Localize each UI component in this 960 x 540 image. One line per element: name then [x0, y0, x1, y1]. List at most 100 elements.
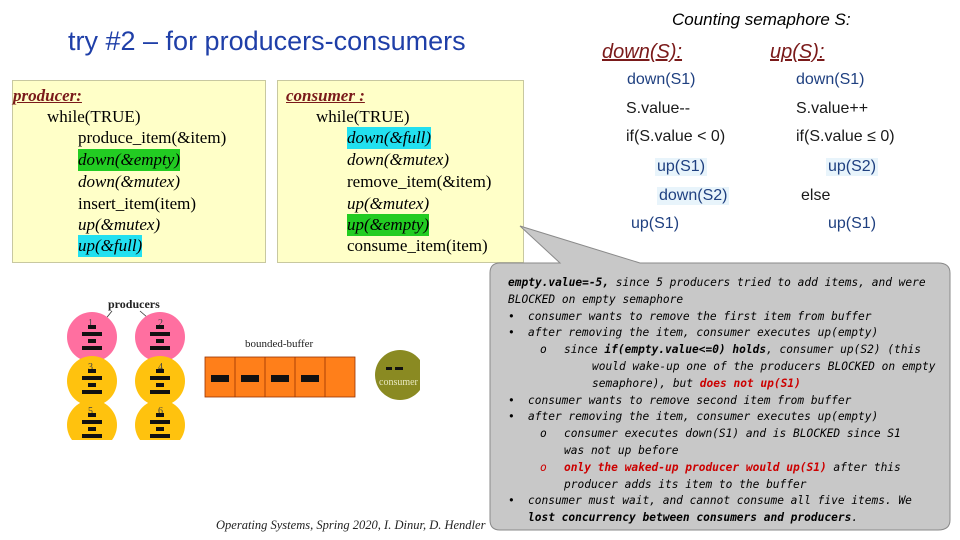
- producer-1: [67, 312, 117, 362]
- note-text: would wake-up one of the producers BLOCK…: [592, 359, 936, 373]
- buffer-label: bounded-buffer: [245, 338, 314, 350]
- consumer-line-highlight: up(&empty): [347, 214, 430, 236]
- item-glyph: [88, 383, 96, 387]
- up-line: if(S.value ≤ 0): [796, 128, 895, 145]
- down-line: if(S.value < 0): [626, 128, 726, 145]
- note-text: since: [564, 343, 605, 357]
- producer-line-highlight: up(&full): [78, 235, 143, 257]
- sub-bullet: o: [540, 460, 547, 474]
- note-emphasis: if(empty.value<=0) holds: [604, 343, 767, 357]
- note-emphasis: lost concurrency between consumers and p…: [528, 511, 852, 525]
- explanation-note: empty.value=-5, since 5 producers tried …: [508, 275, 946, 527]
- sub-bullet: o: [540, 427, 547, 441]
- producer-line: down(&mutex): [78, 172, 180, 191]
- note-text: was not up before: [564, 443, 679, 457]
- producer-line: insert_item(item): [78, 194, 197, 213]
- item-glyph: [156, 369, 164, 373]
- item-glyph: [150, 420, 170, 424]
- down-line: up(S1): [655, 158, 708, 176]
- item-glyph: [82, 420, 102, 424]
- producer-line: up(&mutex): [78, 215, 161, 234]
- item-glyph: [156, 413, 164, 417]
- producer-number: 6: [158, 406, 163, 417]
- item-glyph: [88, 339, 96, 343]
- consumer-line: down(&mutex): [347, 150, 449, 169]
- item-glyph: [150, 434, 170, 438]
- note-text: producer adds its item to the buffer: [564, 477, 807, 491]
- producer-2: [135, 312, 185, 362]
- buffer-item: [301, 375, 319, 382]
- note-warning: does not up(S1): [699, 376, 801, 390]
- producer-number: 5: [88, 406, 93, 417]
- producer-line-highlight: down(&empty): [78, 149, 180, 171]
- note-text: after removing the item, consumer execut…: [528, 326, 879, 340]
- item-glyph: [82, 434, 102, 438]
- item-glyph: [88, 427, 96, 431]
- item-glyph: [150, 332, 170, 336]
- item-glyph: [88, 369, 96, 373]
- up-header: up(S):: [770, 41, 825, 63]
- item-glyph: [156, 339, 164, 343]
- producer-code-box: producer: while(TRUE) produce_item(&item…: [12, 80, 266, 263]
- note-emphasis: empty.value=-5,: [508, 276, 610, 289]
- up-line: up(S2): [826, 158, 879, 176]
- item-glyph: [150, 346, 170, 350]
- buffer-item: [241, 375, 259, 382]
- note-text: .: [851, 511, 859, 525]
- item-glyph: [88, 413, 96, 417]
- producer-line: produce_item(&item): [78, 128, 227, 147]
- consumer-code-box: consumer : while(TRUE) down(&full) down(…: [277, 80, 524, 263]
- consumer-line-highlight: down(&full): [347, 127, 432, 149]
- slide-title: try #2 – for producers-consumers: [68, 26, 466, 56]
- producer-number: 1: [88, 318, 93, 329]
- up-line: else: [801, 187, 831, 204]
- footer-text: Operating Systems, Spring 2020, I. Dinur…: [216, 518, 486, 532]
- consumer-header: consumer :: [286, 86, 365, 105]
- down-line: down(S1): [627, 71, 696, 88]
- producers-label: producers: [108, 297, 160, 311]
- note-text: consumer wants to remove the first item …: [528, 309, 872, 323]
- sub-bullet: o: [540, 343, 547, 357]
- producer-number: 4: [158, 362, 163, 373]
- item-glyph: [82, 390, 102, 394]
- item-glyph: [82, 332, 102, 336]
- note-text: since 5 producers tried to add items, an…: [609, 276, 926, 289]
- producer-4: [135, 356, 185, 406]
- down-line: S.value--: [626, 100, 691, 117]
- item-glyph: [82, 346, 102, 350]
- note-text: after removing the item, consumer execut…: [528, 410, 879, 424]
- note-text: BLOCKED on empty semaphore: [508, 292, 684, 306]
- item-glyph: [156, 427, 164, 431]
- note-text: , consumer up(S2) (this: [766, 343, 921, 357]
- producer-header: producer:: [13, 86, 82, 105]
- bullet: •: [508, 393, 515, 407]
- bullet: •: [508, 494, 515, 508]
- note-text: after this: [826, 460, 901, 474]
- note-warning: only the waked-up producer would up(S1): [564, 460, 827, 474]
- consumer-circle: [375, 350, 420, 400]
- producer-number: 2: [158, 318, 163, 329]
- item-glyph: [156, 325, 164, 329]
- semaphore-title: Counting semaphore S:: [672, 10, 851, 29]
- up-line: up(S1): [828, 215, 877, 232]
- note-text: semaphore), but: [592, 376, 700, 390]
- consumer-line: remove_item(&item): [347, 172, 492, 191]
- producer-consumer-diagram: producers 1 2 3 4 5 6 bounded-buffer con…: [67, 297, 420, 440]
- item-glyph: [150, 376, 170, 380]
- up-line: down(S1): [796, 71, 865, 88]
- note-text: consumer wants to remove second item fro…: [528, 393, 852, 407]
- up-line: S.value++: [796, 100, 869, 117]
- note-text: consumer must wait, and cannot consume a…: [528, 494, 912, 508]
- consumer-label: consumer: [379, 377, 419, 388]
- consumer-line: up(&mutex): [347, 194, 430, 213]
- item-glyph: [82, 376, 102, 380]
- consumer-line: consume_item(item): [347, 236, 488, 255]
- bullet: •: [508, 326, 515, 340]
- note-text: consumer executes down(S1) and is BLOCKE…: [564, 427, 901, 441]
- bullet: •: [508, 410, 515, 424]
- producer-number: 3: [88, 362, 93, 373]
- down-line: up(S1): [631, 215, 680, 232]
- bullet: •: [508, 309, 515, 323]
- buffer-item: [211, 375, 229, 382]
